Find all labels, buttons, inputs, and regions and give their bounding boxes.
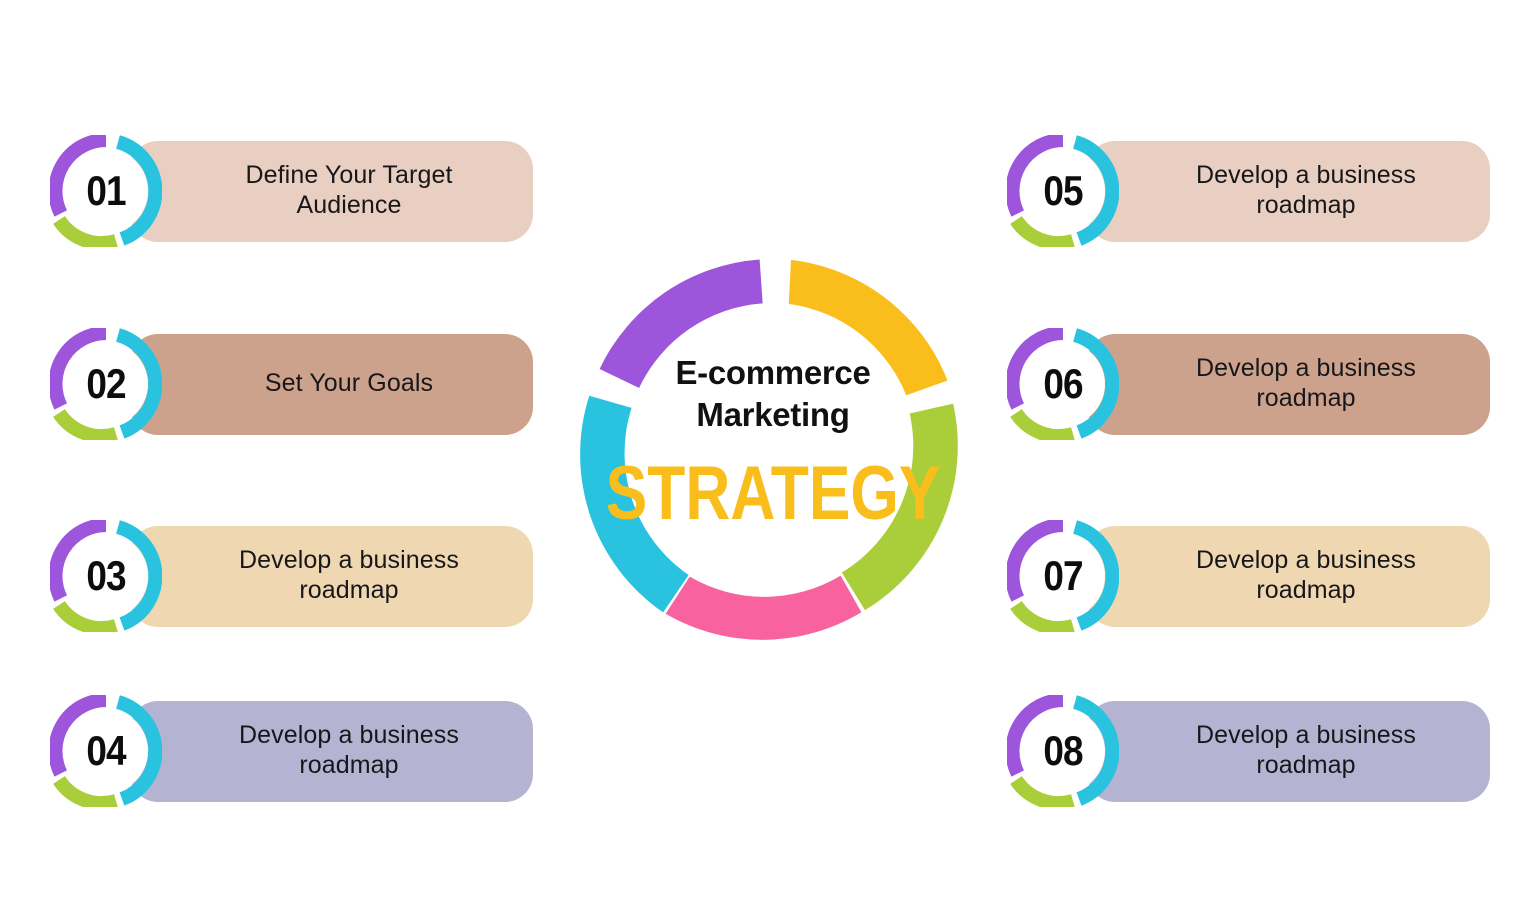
- step-number-01: 01: [86, 167, 126, 214]
- step-item-03[interactable]: Develop a business roadmap 03: [50, 520, 533, 632]
- ring-segment-green: [841, 403, 958, 611]
- step-item-01[interactable]: Define Your Target Audience 01: [50, 135, 533, 247]
- step-badge-07: 07: [1007, 520, 1119, 632]
- badge-ring-icon: [50, 135, 162, 247]
- badge-ring-icon: [50, 520, 162, 632]
- step-bar-01: [130, 141, 533, 242]
- step-label-07: Develop a business roadmap: [1196, 545, 1416, 605]
- badge-ring-icon: [1007, 695, 1119, 807]
- step-badge-04: 04: [50, 695, 162, 807]
- step-label-06: Develop a business roadmap: [1196, 353, 1416, 413]
- step-item-07[interactable]: Develop a business roadmap 07: [1007, 520, 1490, 632]
- step-badge-01: 01: [50, 135, 162, 247]
- step-item-05[interactable]: Develop a business roadmap 05: [1007, 135, 1490, 247]
- step-badge-06: 06: [1007, 328, 1119, 440]
- step-label-02: Set Your Goals: [264, 368, 434, 397]
- step-number-04: 04: [86, 727, 126, 774]
- step-label-05: Develop a business roadmap: [1196, 160, 1416, 220]
- step-number-06: 06: [1043, 360, 1083, 407]
- badge-ring-icon: [1007, 520, 1119, 632]
- badge-ring-icon: [50, 328, 162, 440]
- ring-segment-pink: [665, 575, 862, 640]
- step-label-08: Develop a business roadmap: [1196, 720, 1416, 780]
- badge-ring-icon: [50, 695, 162, 807]
- step-label-04: Develop a business roadmap: [239, 720, 459, 780]
- step-number-07: 07: [1043, 552, 1083, 599]
- center-ring-svg: [580, 259, 958, 640]
- step-bar-03: [130, 526, 533, 627]
- center-strategy-word: STRATEGY: [605, 451, 941, 537]
- step-bar-05: [1087, 141, 1490, 242]
- step-badge-03: 03: [50, 520, 162, 632]
- center-wheel: E-commerce Marketing STRATEGY: [553, 231, 993, 671]
- center-text-block: E-commerce Marketing STRATEGY: [553, 231, 993, 671]
- badge-ring-icon: [1007, 328, 1119, 440]
- step-label-03: Develop a business roadmap: [239, 545, 459, 605]
- center-title: E-commerce Marketing: [675, 353, 871, 433]
- step-number-08: 08: [1043, 727, 1083, 774]
- step-bar-08: [1087, 701, 1490, 802]
- step-item-08[interactable]: Develop a business roadmap 08: [1007, 695, 1490, 807]
- step-item-06[interactable]: Develop a business roadmap 06: [1007, 328, 1490, 440]
- step-item-04[interactable]: Develop a business roadmap 04: [50, 695, 533, 807]
- ring-segment-purple: [599, 259, 763, 388]
- step-number-02: 02: [86, 360, 126, 407]
- step-badge-05: 05: [1007, 135, 1119, 247]
- step-label-01: Define Your Target Audience: [245, 160, 453, 220]
- ring-segment-cyan: [580, 395, 689, 613]
- step-bar-06: [1087, 334, 1490, 435]
- badge-ring-icon: [1007, 135, 1119, 247]
- ring-segment-yellow: [788, 259, 948, 396]
- step-bar-07: [1087, 526, 1490, 627]
- step-item-02[interactable]: Set Your Goals 02: [50, 328, 533, 440]
- step-number-03: 03: [86, 552, 126, 599]
- step-number-05: 05: [1043, 167, 1083, 214]
- step-bar-04: [130, 701, 533, 802]
- step-badge-02: 02: [50, 328, 162, 440]
- step-bar-02: [130, 334, 533, 435]
- step-badge-08: 08: [1007, 695, 1119, 807]
